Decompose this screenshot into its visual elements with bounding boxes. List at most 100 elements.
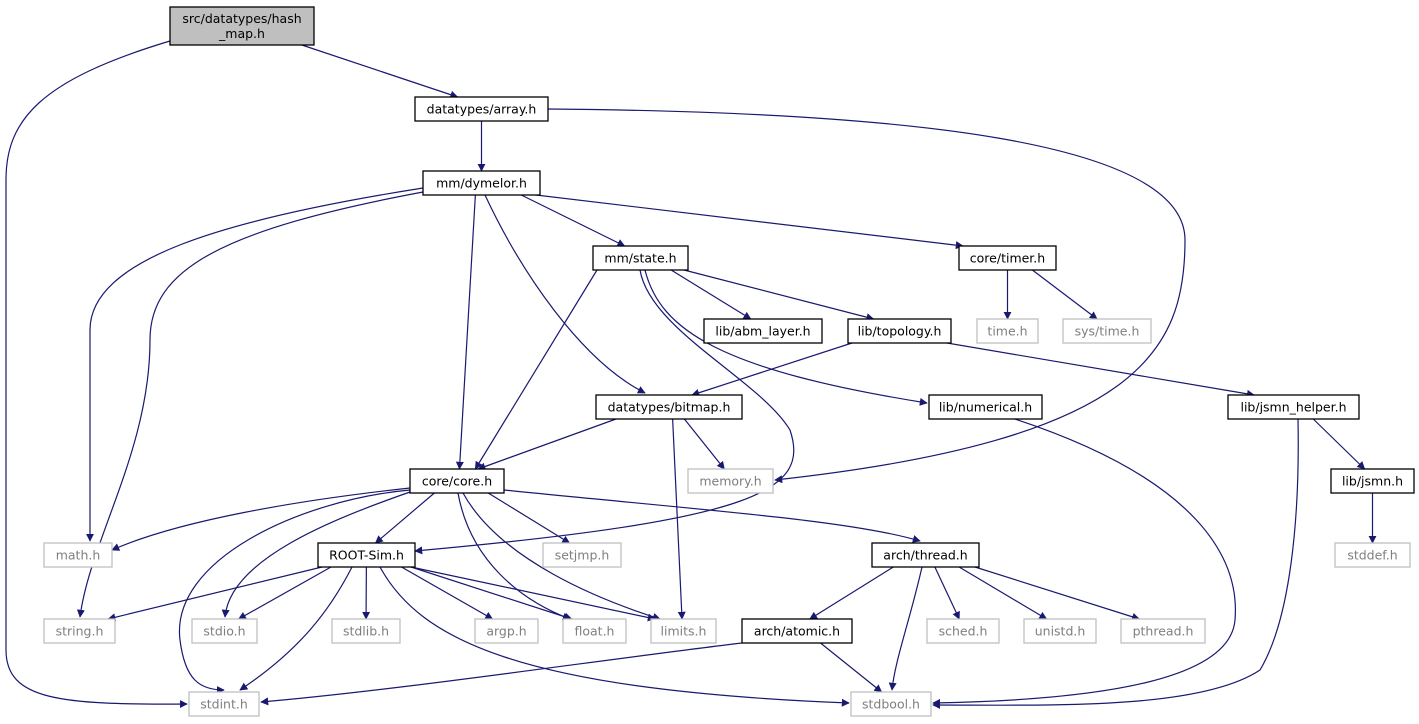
node-numerical[interactable]: lib/numerical.h	[928, 394, 1043, 420]
node-box-setjmp	[542, 542, 622, 568]
edge-rootsim-to-float	[410, 566, 573, 621]
edge-dymelor-to-state	[520, 194, 626, 247]
node-label-stdlib: stdlib.h	[343, 624, 389, 639]
edge-state-to-topology	[683, 269, 875, 322]
node-jsmn[interactable]: lib/jsmn.h	[1330, 468, 1415, 494]
node-sched: sched.h	[926, 618, 1000, 644]
node-rootsim[interactable]: ROOT-Sim.h	[317, 542, 416, 568]
edge-state-to-core	[474, 269, 598, 470]
edge-array-to-memory	[547, 108, 1186, 484]
edge-rootsim-to-stdio	[238, 566, 332, 620]
node-box-dymelor	[422, 170, 541, 196]
node-memory: memory.h	[687, 468, 774, 494]
node-unistd: unistd.h	[1023, 618, 1097, 644]
node-hashmap[interactable]: src/datatypes/hash_map.h	[169, 6, 315, 46]
node-box-numerical	[928, 394, 1043, 420]
node-setjmp: setjmp.h	[542, 542, 622, 568]
node-label-array: datatypes/array.h	[427, 102, 537, 117]
edge-core-to-thread	[503, 489, 921, 543]
node-stdlib: stdlib.h	[331, 618, 401, 644]
node-label-rootsim: ROOT-Sim.h	[329, 548, 404, 563]
node-state[interactable]: mm/state.h	[592, 245, 689, 271]
node-topology[interactable]: lib/topology.h	[847, 318, 952, 344]
node-box-array	[414, 96, 549, 122]
edge-dymelor-to-math	[86, 187, 424, 542]
edge-numerical-to-stdbool	[932, 418, 1237, 707]
node-box-rootsim	[317, 542, 416, 568]
edge-rootsim-to-stdint	[239, 566, 353, 691]
edge-dymelor-to-core	[455, 194, 476, 470]
node-label-numerical: lib/numerical.h	[939, 400, 1032, 415]
edge-dymelor-to-string	[76, 191, 424, 618]
edge-state-to-numerical	[644, 269, 928, 406]
node-label-sched: sched.h	[939, 624, 988, 639]
edge-hashmap-to-array	[301, 44, 459, 99]
node-box-bitmap	[595, 394, 743, 420]
node-timer[interactable]: core/timer.h	[958, 245, 1057, 271]
nodes-layer: src/datatypes/hash_map.h datatypes/array.…	[43, 6, 1415, 717]
node-box-sched	[926, 618, 1000, 644]
node-box-systime	[1062, 318, 1152, 344]
node-array[interactable]: datatypes/array.h	[414, 96, 549, 122]
node-box-limits	[650, 618, 717, 644]
node-box-stdint	[188, 691, 260, 717]
edge-rootsim-to-argp	[401, 566, 494, 620]
node-label-timer: core/timer.h	[970, 251, 1045, 266]
edge-state-to-abm	[670, 269, 752, 320]
node-bitmap[interactable]: datatypes/bitmap.h	[595, 394, 743, 420]
node-label-abm: lib/abm_layer.h	[715, 324, 810, 339]
edge-jsmnhelper-to-jsmn	[1312, 418, 1366, 470]
node-box-abm	[703, 318, 823, 344]
node-label-memory: memory.h	[699, 474, 761, 489]
node-box-core	[409, 468, 505, 494]
node-pthread: pthread.h	[1120, 618, 1206, 644]
node-box-argp	[474, 618, 539, 644]
node-label-float: float.h	[575, 624, 615, 639]
edge-jsmnhelper-to-stdbool	[932, 418, 1299, 710]
node-box-hashmap	[169, 6, 315, 46]
edge-rootsim-to-string	[107, 566, 323, 622]
edge-core-to-setjmp	[487, 492, 571, 544]
node-jsmnhelper[interactable]: lib/jsmn_helper.h	[1227, 394, 1360, 420]
edge-thread-to-pthread	[974, 566, 1141, 621]
node-abm[interactable]: lib/abm_layer.h	[703, 318, 823, 344]
node-limits: limits.h	[650, 618, 717, 644]
node-atomic[interactable]: arch/atomic.h	[741, 618, 853, 644]
node-box-jsmn	[1330, 468, 1415, 494]
node-label-dymelor: mm/dymelor.h	[436, 176, 527, 191]
node-argp: argp.h	[474, 618, 539, 644]
edge-state-to-rootsim	[414, 269, 795, 555]
edge-bitmap-to-memory	[683, 418, 725, 470]
edge-core-to-math	[111, 487, 411, 551]
node-thread[interactable]: arch/thread.h	[871, 542, 980, 568]
edge-rootsim-to-limits	[410, 566, 656, 622]
node-label-unistd: unistd.h	[1035, 624, 1086, 639]
node-label-topology: lib/topology.h	[858, 324, 942, 339]
node-box-jsmnhelper	[1227, 394, 1360, 420]
edge-thread-to-unistd	[958, 566, 1048, 620]
node-dymelor[interactable]: mm/dymelor.h	[422, 170, 541, 196]
node-label-pthread: pthread.h	[1133, 624, 1194, 639]
node-label-stdio: stdio.h	[203, 624, 245, 639]
node-string: string.h	[43, 618, 116, 644]
node-math: math.h	[43, 542, 113, 568]
edge-core-to-float	[457, 492, 571, 621]
node-stdio: stdio.h	[191, 618, 258, 644]
edge-hashmap-to-stdint	[5, 40, 188, 709]
node-float: float.h	[562, 618, 627, 644]
node-stdint: stdint.h	[188, 691, 260, 717]
edge-dymelor-to-bitmap	[484, 194, 646, 394]
node-label-argp: argp.h	[486, 624, 526, 639]
node-label-limits: limits.h	[661, 624, 707, 639]
edge-atomic-to-stdint	[260, 642, 743, 706]
node-core[interactable]: core/core.h	[409, 468, 505, 494]
node-stddef: stddef.h	[1334, 542, 1411, 568]
edge-rootsim-to-stdbool	[379, 566, 850, 707]
node-box-topology	[847, 318, 952, 344]
node-label-stdbool: stdbool.h	[862, 697, 920, 712]
node-label-stdint: stdint.h	[200, 697, 248, 712]
node-box-stddef	[1334, 542, 1411, 568]
node-box-string	[43, 618, 116, 644]
node-box-thread	[871, 542, 980, 568]
